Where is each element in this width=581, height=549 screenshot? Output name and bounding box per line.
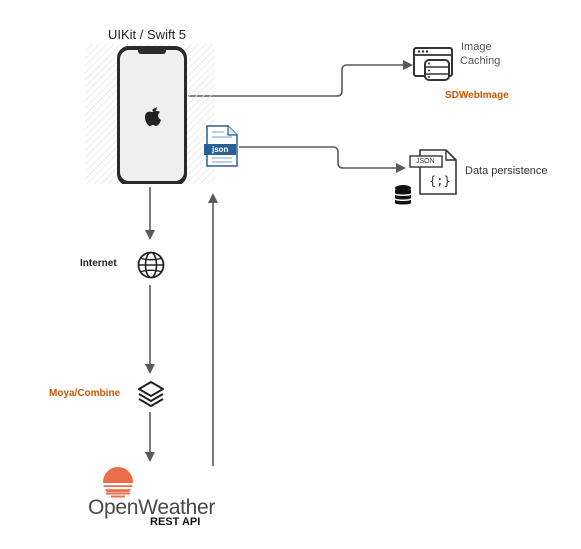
moya-combine-label: Moya/Combine [49,388,121,399]
database-icon [395,185,411,205]
json-file-icon: json [204,124,240,168]
sdwebimage-label: SDWebImage [445,90,509,101]
globe-icon [137,251,165,279]
json-document-icon: JSON {;} [408,148,460,196]
arrow-to-image-caching [188,60,413,97]
iphone-device [85,44,215,184]
image-caching-icon [413,47,453,81]
openweather-logo-icon [98,467,138,498]
json-document-glyph: {;} [429,174,451,188]
image-caching-label-line1: Image [461,41,492,53]
json-document-tag: JSON [416,158,435,165]
rest-api-label: REST API [150,516,201,528]
image-caching-label-line2: Caching [460,55,501,67]
apple-logo-icon [145,107,161,126]
data-persistence-label: Data persistence [465,165,548,177]
device-title: UIKit / Swift 5 [108,27,187,42]
internet-label: Internet [80,258,117,269]
json-file-label: json [212,145,229,154]
layers-icon [138,381,164,407]
openweather-brand: OpenWeather [88,496,216,519]
arrow-to-data-persistence [239,146,406,173]
